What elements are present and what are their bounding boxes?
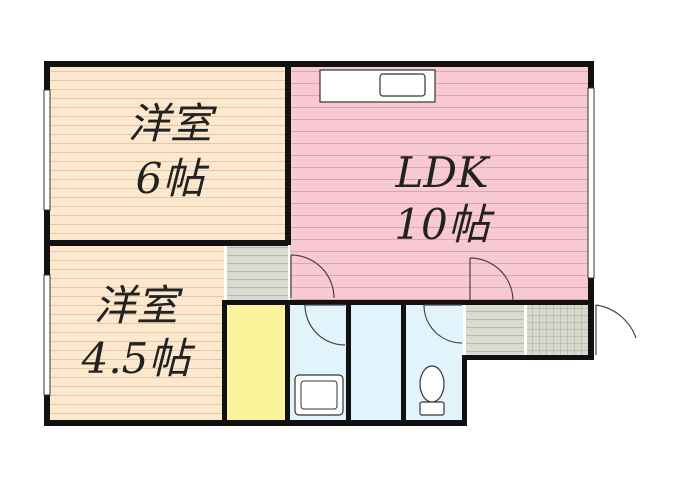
western-room-6-floor xyxy=(48,65,288,243)
room-size-western-6: 6帖 xyxy=(136,154,210,203)
closet-upper-floor xyxy=(227,245,288,300)
hallway-floor xyxy=(466,305,524,357)
kitchen-sink-icon xyxy=(319,69,436,103)
room-size-western-45: 4.5帖 xyxy=(81,334,196,383)
room-name-western-6: 洋室 xyxy=(128,99,217,148)
ldk-floor xyxy=(290,65,590,300)
room-size-ldk: 10帖 xyxy=(394,200,494,249)
windows xyxy=(43,87,595,396)
toilet-icon xyxy=(419,365,445,416)
room-name-western-45: 洋室 xyxy=(94,281,183,330)
closet-floor xyxy=(227,303,286,422)
entrance-floor xyxy=(527,305,588,357)
washbasin-icon xyxy=(294,374,344,416)
western-room-45-floor xyxy=(48,245,224,422)
door-swings xyxy=(290,254,637,355)
bathroom-floor xyxy=(350,303,402,422)
room-name-ldk: LDK xyxy=(395,148,492,197)
